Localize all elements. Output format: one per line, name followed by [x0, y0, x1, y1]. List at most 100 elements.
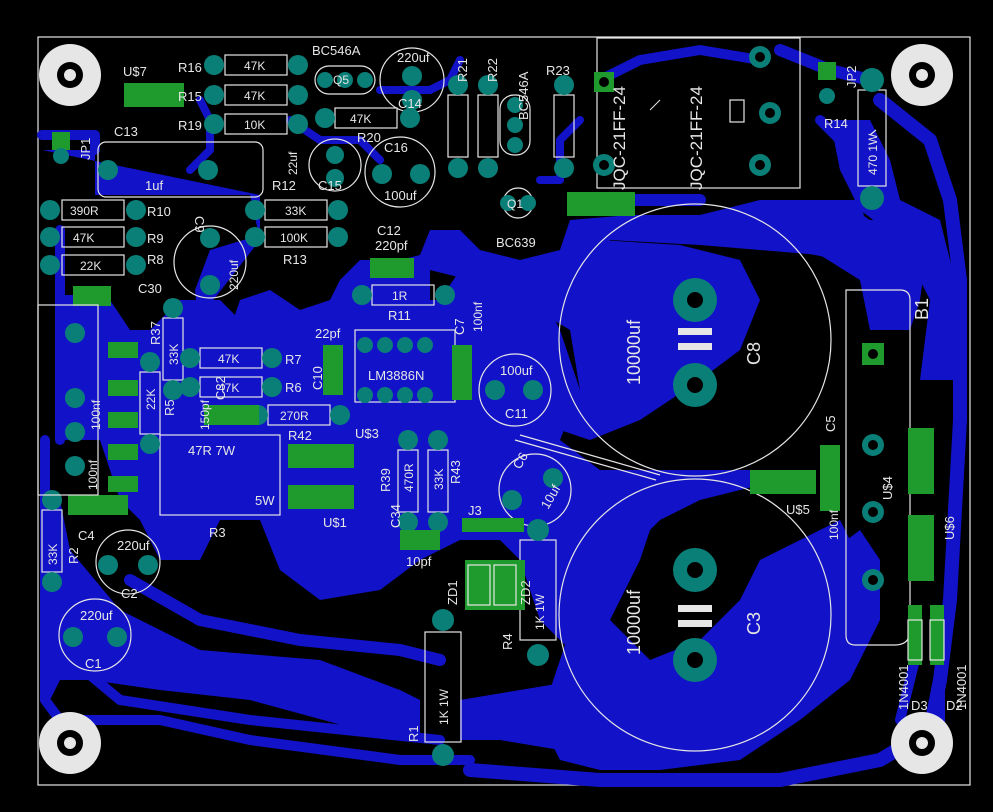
label-r4: R4: [500, 633, 515, 650]
value-c16: 100uf: [384, 188, 417, 203]
label-r14: R14: [824, 116, 848, 131]
value-r6: 47K: [218, 381, 239, 395]
relay-outline: [593, 37, 801, 189]
label-r11: R11: [388, 308, 411, 323]
label-zd2: ZD2: [518, 580, 533, 605]
label-zd1: ZD1: [445, 580, 460, 605]
value-r1: 1K 1W: [437, 688, 451, 725]
value-c34: 10pf: [406, 554, 432, 569]
value-r14: 470 1W: [866, 133, 880, 175]
value-c32: 150pf: [198, 399, 212, 430]
label-c32: C32: [213, 376, 228, 400]
label-r16: R16: [178, 60, 202, 75]
label-c8: C8: [744, 342, 764, 365]
label-c14: C14: [398, 96, 422, 111]
label-r3: R3: [209, 525, 226, 540]
value-c3: 10000uf: [624, 589, 644, 655]
capacitor-c3-outline: [558, 478, 832, 752]
label-c15: C15: [318, 178, 342, 193]
label-r42: R42: [288, 428, 312, 443]
label-bc546a-2: BC546A: [516, 71, 531, 120]
label-j3: J3: [468, 503, 482, 518]
capacitor-c8-outline: [558, 203, 832, 477]
label-u1: U$1: [323, 515, 347, 530]
value-c14: 220uf: [397, 50, 430, 65]
value-r7: 47K: [218, 352, 239, 366]
label-c11: C11: [505, 406, 528, 421]
value-c13: 1uf: [145, 178, 163, 193]
label-c30: C30: [138, 281, 162, 296]
value-r19: 10K: [244, 118, 265, 132]
bridge-rectifier-outline: [845, 289, 911, 646]
label-r8: R8: [147, 252, 164, 267]
label-r19: R19: [178, 118, 202, 133]
label-r23: R23: [546, 63, 570, 78]
value-c-nf-left: 100nf: [89, 399, 103, 430]
label-r39: R39: [378, 468, 393, 492]
value-c15: 22uf: [286, 151, 300, 175]
value-r8: 22K: [80, 259, 101, 273]
label-jp2: JP2: [844, 66, 859, 88]
value-r20: 47K: [350, 112, 371, 126]
value-c2: 220uf: [117, 538, 150, 553]
label-c5: C5: [823, 415, 838, 432]
copper-traces: [37, 44, 967, 787]
label-r43: R43: [448, 460, 463, 484]
value-r5: 22K: [144, 389, 158, 410]
value-r9: 47K: [73, 231, 94, 245]
label-u6: U$6: [942, 516, 957, 540]
label-d3: D3: [911, 698, 928, 713]
label-c6: C6: [510, 450, 531, 472]
mounting-holes: [39, 44, 953, 774]
value-r12: 33K: [285, 204, 306, 218]
relay-label-1: JQC-21FF-24: [610, 86, 629, 190]
silkscreen-labels: U$7 R16 47K R15 47K R19 10K BC546A Q5 22…: [46, 43, 969, 742]
value-r42: 270R: [280, 409, 309, 423]
value-r43: 33K: [432, 469, 446, 490]
label-c2: C2: [121, 586, 138, 601]
label-c7: C7: [452, 318, 467, 335]
label-u7: U$7: [123, 64, 147, 79]
label-jp1: JP1: [78, 138, 93, 160]
label-d2: D2: [946, 698, 963, 713]
value-r37: 33K: [167, 344, 181, 365]
label-lm3886: LM3886N: [368, 368, 424, 383]
label-q5: Q5: [333, 73, 349, 87]
relay-label-2: JQC-21FF-24: [687, 86, 706, 190]
label-c3: C3: [744, 612, 764, 635]
label-r20: R20: [357, 130, 381, 145]
label-r12: R12: [272, 178, 296, 193]
silkscreen-markings: [37, 129, 945, 661]
label-r7: R7: [285, 352, 302, 367]
value-c11: 100uf: [500, 363, 533, 378]
label-u3: U$3: [355, 426, 379, 441]
label-r9: R9: [147, 231, 164, 246]
value-d2: 1N4001: [954, 664, 969, 710]
component-pads: [40, 55, 944, 766]
label-c4: C4: [78, 528, 95, 543]
label-r37: R37: [148, 321, 163, 345]
value-c4: 100nf: [86, 459, 100, 490]
label-c16: C16: [384, 140, 408, 155]
label-c13: C13: [114, 124, 138, 139]
label-r5: R5: [162, 399, 177, 416]
label-r6: R6: [285, 380, 302, 395]
label-r15: R15: [178, 89, 202, 104]
value-r10: 390R: [70, 204, 99, 218]
label-c10: C10: [310, 366, 325, 390]
value-r2: 33K: [46, 544, 60, 565]
value-r3: 47R 7W: [188, 443, 236, 458]
label-bc639: BC639: [496, 235, 536, 250]
value-c7: 100nf: [471, 301, 485, 332]
label-c12: C12: [377, 223, 401, 238]
label-b1: B1: [912, 298, 932, 320]
label-r21: R21: [455, 58, 470, 82]
value-d3: 1N4001: [896, 664, 911, 710]
value-r15: 47K: [244, 89, 265, 103]
label-r10: R10: [147, 204, 171, 219]
label-c9: C9: [192, 216, 207, 233]
value-r13: 100K: [280, 231, 308, 245]
label-c34: C34: [388, 504, 403, 528]
value-c12: 220pf: [375, 238, 408, 253]
